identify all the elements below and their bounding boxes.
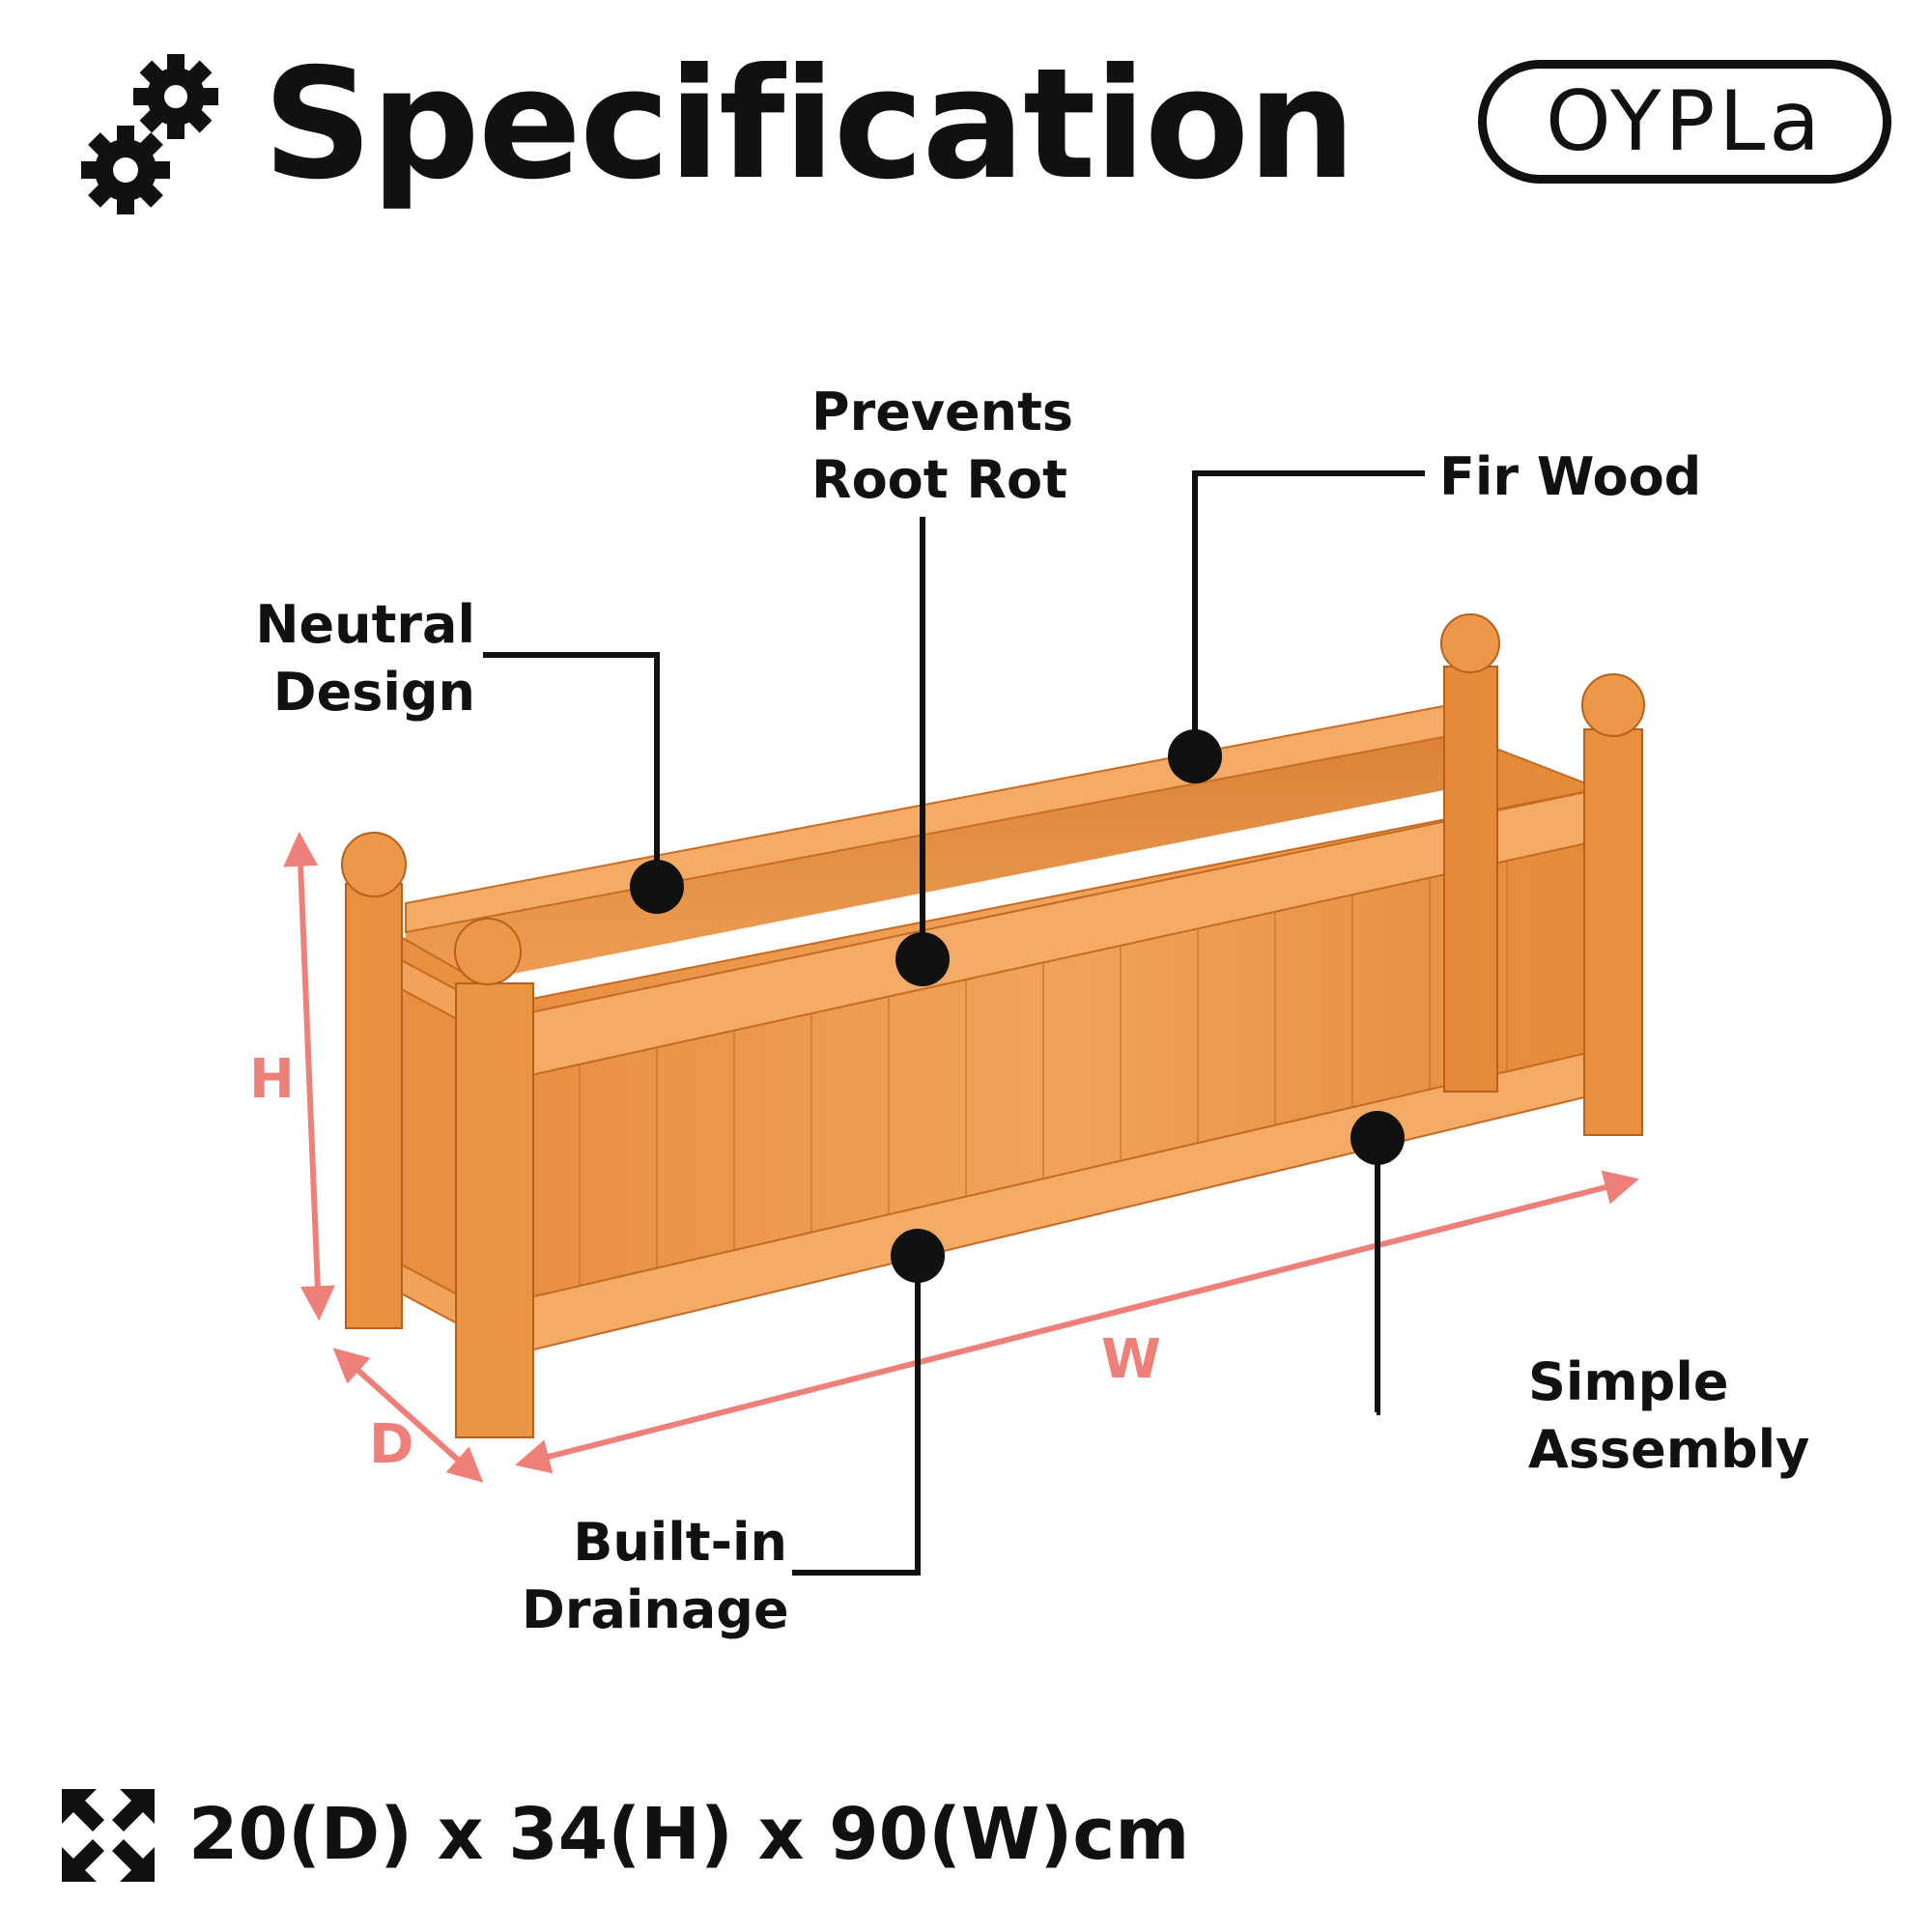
root-rot-dot xyxy=(895,932,950,986)
callout-fir-wood: Fir Wood xyxy=(1439,443,1701,511)
depth-label: D xyxy=(369,1413,414,1476)
planter xyxy=(341,613,1645,1438)
callout-neutral-design-line-1: Neutral xyxy=(255,594,475,655)
callout-fir-wood-line-1: Fir Wood xyxy=(1439,446,1702,507)
callout-neutral-design-line-2: Design xyxy=(272,662,475,723)
callout-simple-assembly: Simple Assembly xyxy=(1528,1349,1809,1484)
callout-neutral-design: Neutral Design xyxy=(232,591,475,726)
callout-built-in-drainage: Built-in Drainage xyxy=(522,1509,789,1644)
width-label: W xyxy=(1101,1328,1161,1391)
drainage-dot xyxy=(891,1229,945,1283)
brand-logo: OYPLa xyxy=(1478,60,1891,184)
width-arrow xyxy=(515,1170,1639,1474)
neutral-design-dot xyxy=(630,860,684,914)
dimension-arrows xyxy=(283,831,1639,1483)
page-title: Specification xyxy=(263,36,1356,213)
neutral-design-leader-line xyxy=(483,652,660,884)
fir-wood-leader-line xyxy=(1192,470,1425,753)
callout-built-in-drainage-line-1: Built-in xyxy=(573,1512,787,1573)
callout-prevents-root-rot-line-2: Root Rot xyxy=(811,449,1067,510)
expand-arrows-icon xyxy=(62,1789,155,1882)
callout-prevents-root-rot-line-1: Prevents xyxy=(811,382,1074,442)
callout-prevents-root-rot: Prevents Root Rot xyxy=(811,379,1074,514)
fir-wood-dot xyxy=(1168,729,1222,783)
height-arrow xyxy=(283,831,335,1321)
callout-simple-assembly-line-1: Simple xyxy=(1528,1351,1729,1412)
depth-arrow xyxy=(332,1348,484,1483)
brand-logo-text: OYPLa xyxy=(1546,73,1824,170)
height-label: H xyxy=(249,1048,295,1111)
callout-built-in-drainage-line-2: Drainage xyxy=(522,1579,789,1640)
gears-icon xyxy=(81,54,218,214)
drainage-leader-line xyxy=(792,1256,921,1576)
callout-simple-assembly-line-2: Assembly xyxy=(1528,1419,1810,1480)
simple-assembly-dot xyxy=(1350,1111,1405,1165)
dimensions-text: 20(D) x 34(H) x 90(W)cm xyxy=(188,1793,1190,1876)
simple-assembly-leader-line xyxy=(1375,1140,1380,1415)
